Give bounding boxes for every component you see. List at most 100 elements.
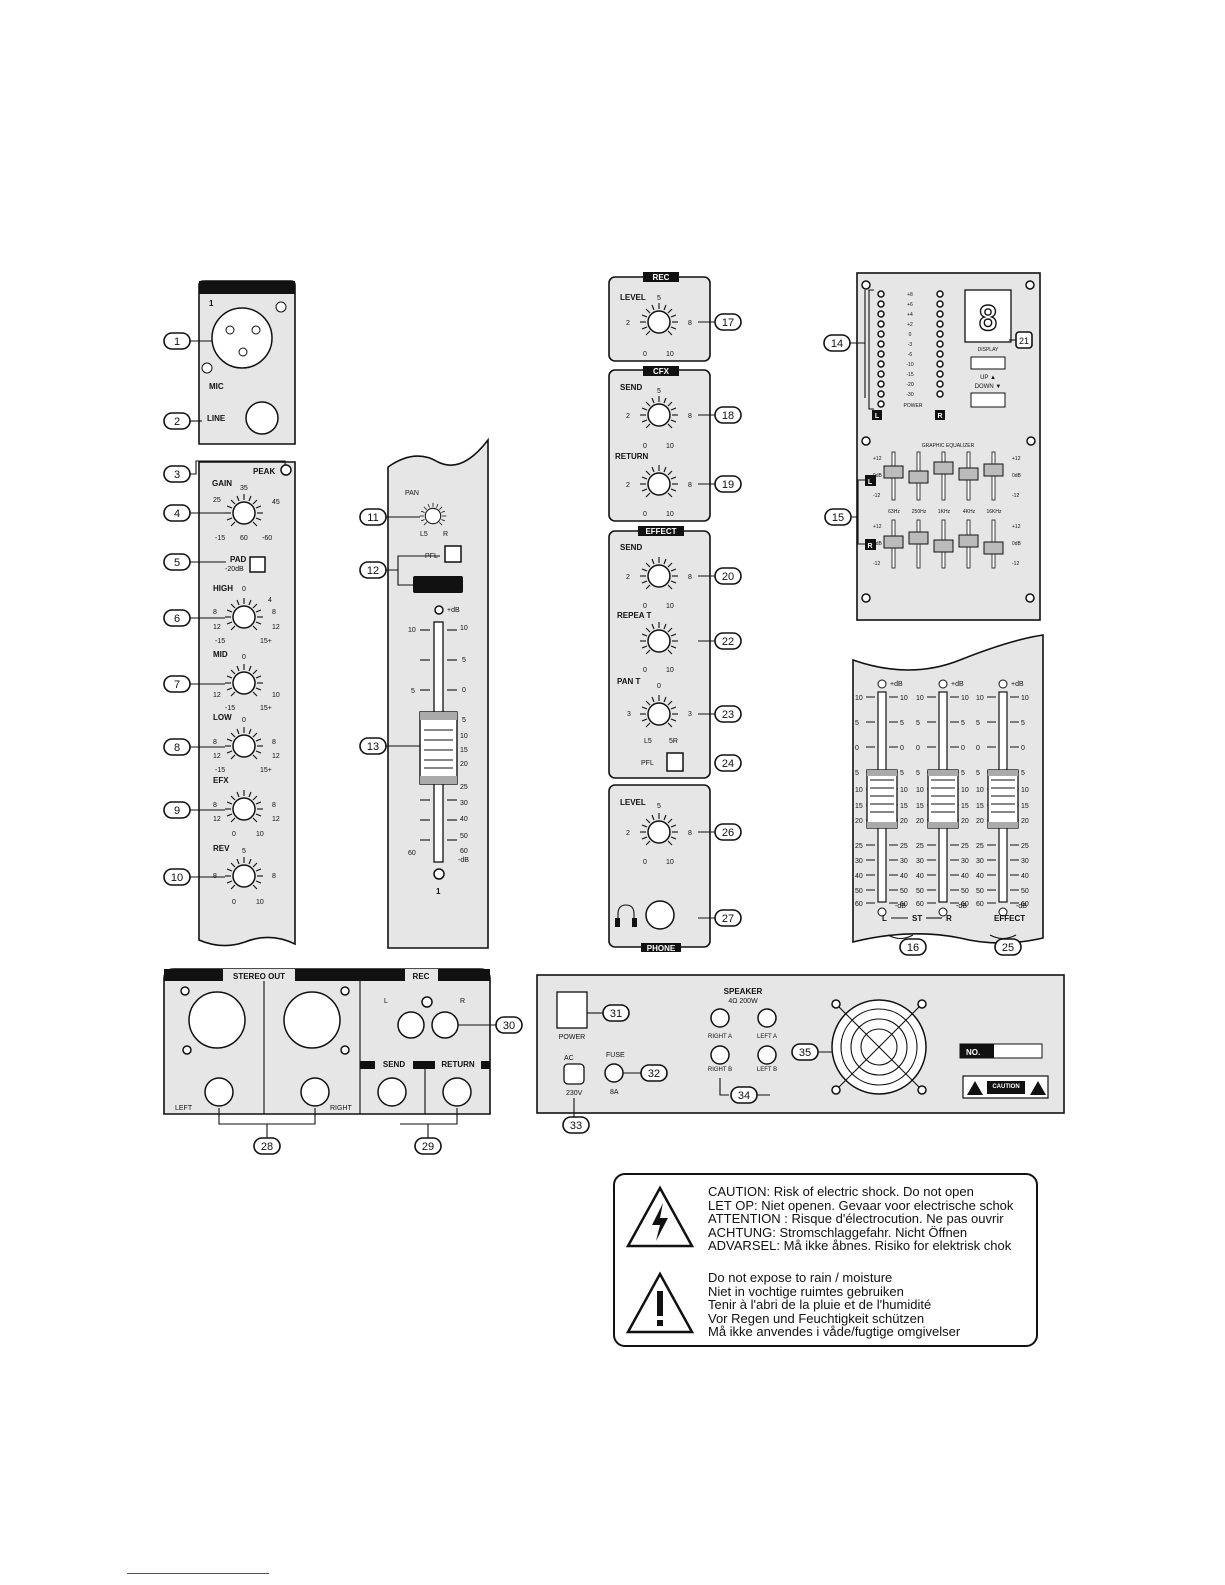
speaker-right-a[interactable] [710, 1008, 730, 1028]
fader-scale-label: 50 [961, 888, 969, 895]
eq-slider[interactable] [883, 535, 904, 549]
up-button[interactable] [970, 356, 1006, 370]
efx-send-knob[interactable] [232, 797, 256, 821]
channel-number: 1 [209, 299, 214, 308]
master-fader-cap[interactable] [987, 769, 1019, 829]
svg-text:0: 0 [232, 831, 236, 838]
pfl-button[interactable] [444, 545, 462, 563]
xlr-mic-jack[interactable] [211, 307, 273, 369]
svg-text:2: 2 [626, 482, 630, 489]
stereo-out-left-xlr[interactable] [188, 991, 246, 1049]
fader-top-screw [877, 679, 887, 689]
rec-out-right-jack[interactable] [431, 1011, 459, 1039]
svg-text:5: 5 [462, 657, 466, 664]
pad-value: -20dB [225, 566, 244, 573]
effect-send-knob[interactable] [647, 564, 671, 588]
stereo-out-left-jack[interactable] [204, 1077, 234, 1107]
fader-scale-label: 10 [961, 695, 969, 702]
stereo-out-right-xlr[interactable] [283, 991, 341, 1049]
svg-text:SEND: SEND [383, 1060, 405, 1069]
master-labels: L ST R EFFECT [882, 914, 1025, 923]
callout-3: 3 [174, 469, 180, 481]
fader-scale-label: 5 [855, 770, 859, 777]
effect-pan-knob[interactable] [647, 702, 671, 726]
speaker-left-a[interactable] [757, 1008, 777, 1028]
fader-channel-number: 1 [436, 887, 441, 896]
rec-out-left-jack[interactable] [397, 1011, 425, 1039]
callouts-left: 1 2 3 4 5 6 7 8 9 10 [163, 332, 286, 886]
master-fader-cap[interactable] [866, 769, 898, 829]
svg-text:8: 8 [688, 830, 692, 837]
callout-28: 28 [261, 1141, 273, 1153]
line-jack[interactable] [245, 401, 279, 435]
fader-scale-label: 20 [1021, 818, 1029, 825]
rev-send-knob[interactable] [232, 864, 256, 888]
speaker-left-b[interactable] [757, 1045, 777, 1065]
speaker-right-b[interactable] [710, 1045, 730, 1065]
fader-scale-label: 20 [916, 818, 924, 825]
svg-text:-10: -10 [906, 362, 913, 368]
svg-text:2: 2 [626, 413, 630, 420]
fader-scale-label: 0 [916, 745, 920, 752]
eq-slider[interactable] [908, 531, 929, 545]
footer-link-underline[interactable] [127, 1573, 269, 1574]
line-label: LINE [207, 414, 226, 423]
svg-text:0: 0 [909, 332, 912, 338]
svg-text:8: 8 [272, 802, 276, 809]
svg-text:R: R [460, 998, 465, 1005]
callout-1: 1 [174, 336, 180, 348]
effect-repeat-knob[interactable] [647, 629, 671, 653]
return-jack[interactable] [442, 1077, 472, 1107]
down-button[interactable] [970, 392, 1006, 408]
eq-slider[interactable] [958, 467, 979, 481]
eq-slider[interactable] [958, 534, 979, 548]
phone-jack[interactable] [645, 900, 675, 930]
mid-eq-knob[interactable] [232, 671, 256, 695]
effect-pfl-button[interactable] [666, 752, 684, 772]
rec-level-knob[interactable] [647, 310, 671, 334]
fader-scale-label: 10 [900, 695, 908, 702]
fader-scale-label: 15 [1021, 803, 1029, 810]
eq-slider[interactable] [933, 539, 954, 553]
send-jack[interactable] [377, 1077, 407, 1107]
svg-text:15+: 15+ [260, 767, 272, 774]
channel-fader-cap[interactable] [419, 711, 458, 785]
callout-30: 30 [503, 1020, 515, 1032]
stereo-out-right-jack[interactable] [300, 1077, 330, 1107]
high-eq-knob[interactable] [232, 605, 256, 629]
svg-text:-12: -12 [873, 561, 880, 567]
eq-slider[interactable] [933, 461, 954, 475]
master-fader-cap[interactable] [927, 769, 959, 829]
svg-text:10: 10 [272, 692, 280, 699]
eq-slider[interactable] [983, 541, 1004, 555]
gain-label: GAIN [212, 479, 232, 488]
eq-slider[interactable] [908, 470, 929, 484]
svg-text:DISPLAY: DISPLAY [978, 347, 999, 353]
svg-text:L5: L5 [644, 738, 652, 745]
svg-text:40: 40 [460, 816, 468, 823]
svg-text:10: 10 [666, 351, 674, 358]
eq-slider[interactable] [883, 465, 904, 479]
power-switch[interactable] [556, 991, 588, 1029]
fader-cap-band [928, 770, 958, 776]
cfx-return-knob[interactable] [647, 472, 671, 496]
fader-scale-label: 30 [916, 858, 924, 865]
pad-switch[interactable] [249, 556, 266, 573]
fader-scale-label: 50 [976, 888, 984, 895]
cfx-send-knob[interactable] [647, 403, 671, 427]
low-eq-knob[interactable] [232, 734, 256, 758]
fuse-holder[interactable] [604, 1063, 624, 1083]
fader-scale-label: 50 [1021, 888, 1029, 895]
svg-text:0: 0 [643, 859, 647, 866]
fader-scale-label: 60 [976, 901, 984, 908]
phone-level-knob[interactable] [647, 820, 671, 844]
fader-top-screw [998, 679, 1008, 689]
ac-inlet[interactable] [563, 1063, 585, 1085]
callout-21: 21 [1019, 336, 1029, 346]
pan-knob[interactable] [424, 507, 442, 525]
input-panel: 1 MIC LINE [198, 280, 296, 445]
gain-knob[interactable] [232, 501, 256, 525]
eq-slider[interactable] [983, 463, 1004, 477]
callout-5: 5 [174, 557, 180, 569]
svg-text:5: 5 [657, 295, 661, 302]
